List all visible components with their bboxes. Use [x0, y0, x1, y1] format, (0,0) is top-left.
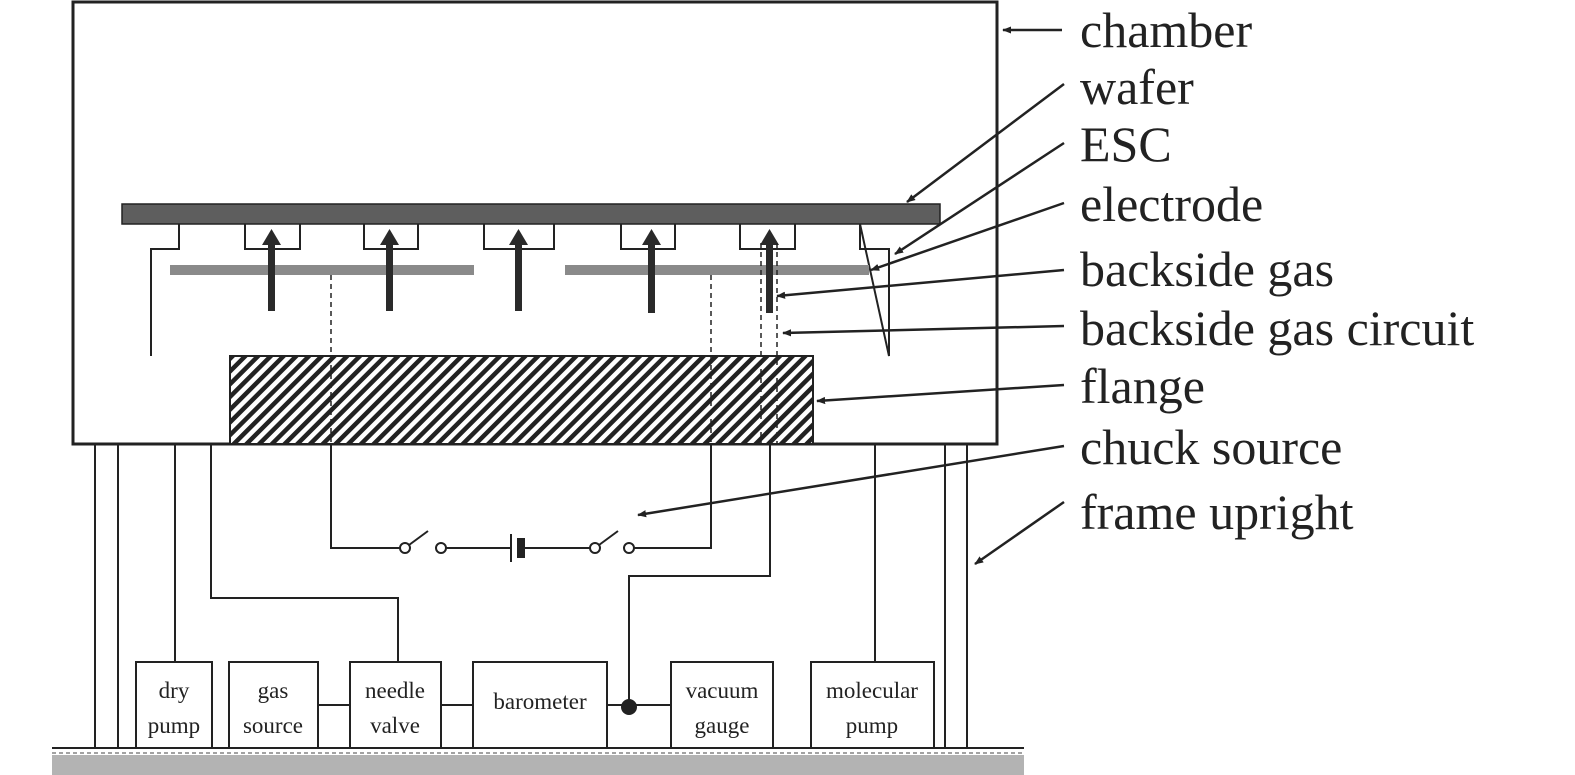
label-esc: ESC: [1080, 116, 1172, 172]
vacuum-gauge-box: vacuum gauge: [670, 661, 774, 749]
label-frame-upright: frame upright: [1080, 484, 1354, 540]
molecular-pump-box: molecular pump: [810, 661, 935, 749]
leader-frame-upright: [974, 500, 1065, 566]
molecular-pump-label-1: molecular: [826, 678, 918, 703]
molecular-pump-label-2: pump: [846, 713, 898, 738]
gas-source-label-2: source: [243, 713, 303, 738]
vacuum-gauge-label-1: vacuum: [686, 678, 759, 703]
gas-source-box: gas source: [228, 661, 319, 749]
callout-leaders: [637, 26, 1065, 566]
label-chamber: chamber: [1080, 2, 1252, 58]
frame-upright-left: [94, 444, 119, 748]
leader-esc: [894, 141, 1065, 256]
dry-pump-label-1: dry: [159, 678, 190, 703]
needle-valve-label-2: valve: [370, 713, 420, 738]
junction-dot: [621, 699, 637, 715]
needle-valve-label-1: needle: [365, 678, 425, 703]
leader-backside-gas: [776, 268, 1065, 299]
floor: [52, 747, 1024, 775]
label-chuck-source: chuck source: [1080, 419, 1342, 475]
needle-valve-box: needle valve: [349, 661, 442, 749]
leader-backside-gas-circuit: [782, 324, 1065, 337]
dry-pump-box: dry pump: [135, 661, 213, 749]
leader-chuck-source: [637, 444, 1065, 518]
dry-pump-label-2: pump: [148, 713, 200, 738]
connection-lines: [174, 444, 876, 706]
electrode-right: [565, 265, 869, 275]
leader-flange: [816, 383, 1065, 405]
vacuum-gauge-label-2: gauge: [695, 713, 750, 738]
leader-wafer: [906, 83, 1065, 203]
gas-source-label-1: gas: [258, 678, 289, 703]
barometer-label: barometer: [493, 689, 587, 714]
label-flange: flange: [1080, 358, 1205, 414]
wafer: [121, 203, 941, 225]
backside-gas-arrows: [262, 229, 779, 313]
label-backside-gas: backside gas: [1080, 241, 1334, 297]
electrode-left: [170, 265, 474, 275]
label-backside-gas-circuit: backside gas circuit: [1080, 300, 1474, 356]
label-electrode: electrode: [1080, 176, 1263, 232]
backside-gas-circuit: [330, 243, 778, 444]
label-wafer: wafer: [1080, 59, 1194, 115]
barometer-box: barometer: [472, 661, 608, 749]
frame-upright-right: [944, 444, 968, 748]
leader-electrode: [870, 201, 1065, 272]
flange: [229, 355, 814, 445]
chuck-source: [330, 444, 712, 562]
